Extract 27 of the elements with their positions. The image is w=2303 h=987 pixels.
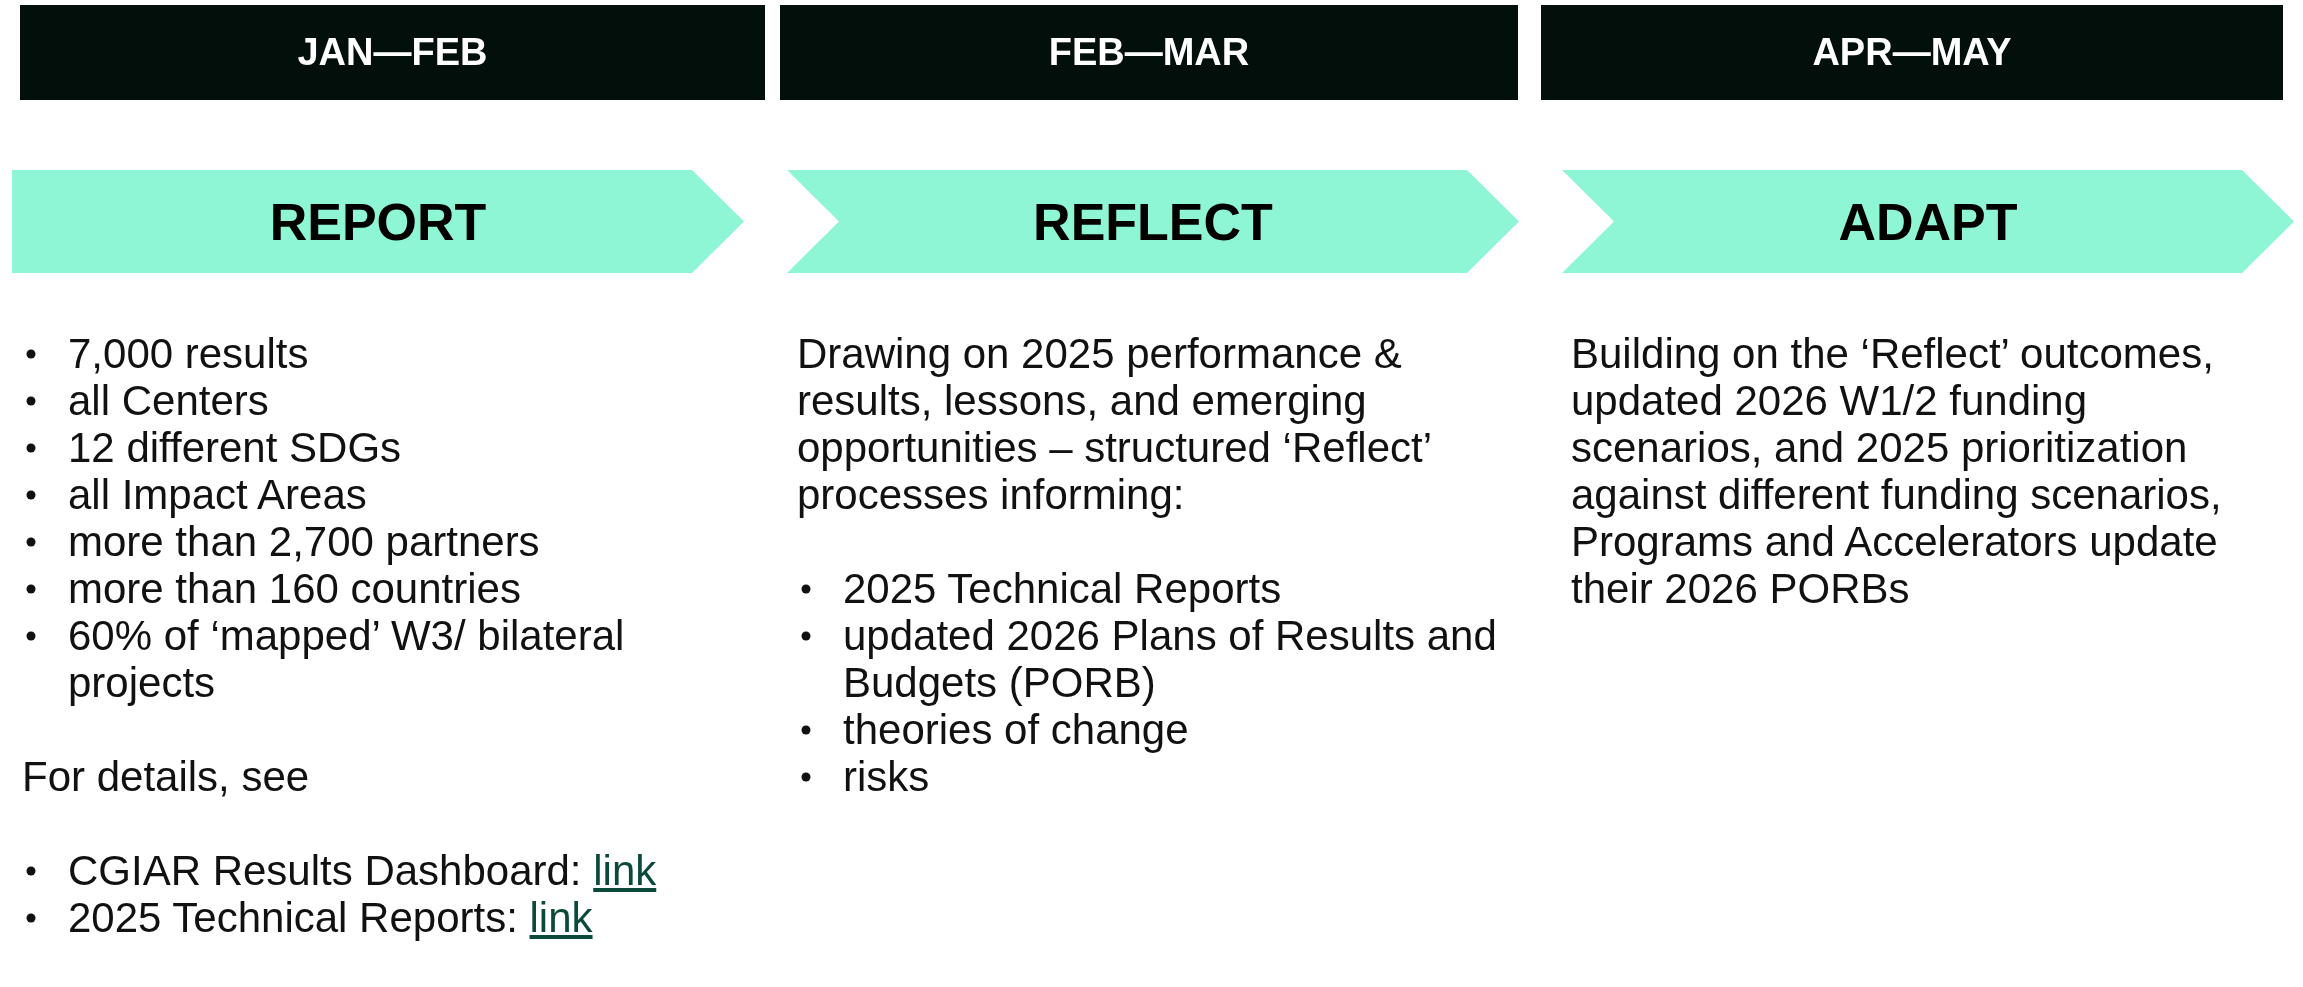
link: link	[593, 847, 657, 894]
link: link	[529, 894, 593, 941]
bullet-text: more than 160 countries	[68, 565, 521, 612]
period-header: JAN—FEB	[20, 5, 765, 100]
step-title: REPORT	[269, 191, 487, 252]
bullet-text: CGIAR Results Dashboard:	[68, 847, 582, 894]
step-title: ADAPT	[1838, 191, 2018, 252]
bullet-text: theories of change	[843, 706, 1189, 753]
paragraph-text: Building on the ‘Reflect’ outcomes, updated 2026 W1/2 funding scenarios, and 2025 prioritization against different funding scenarios, Programs and Accelerators update their 2026 PORBs	[1571, 330, 2222, 612]
bullet-text: updated 2026 Plans of Results and Budgets (PORB)	[843, 612, 1497, 706]
bullet-text: risks	[843, 753, 930, 800]
bullet-text: all Centers	[68, 377, 269, 424]
bullet-text: 7,000 results	[68, 330, 309, 377]
chevron-step	[1562, 170, 2294, 273]
period-header: FEB—MAR	[780, 5, 1518, 100]
period-header: APR—MAY	[1541, 5, 2283, 100]
chevron-step	[787, 170, 1519, 273]
step-title: REFLECT	[1033, 191, 1273, 252]
chevron-step	[12, 170, 744, 273]
bullet-text: 2025 Technical Reports:	[68, 894, 518, 941]
bullet-text: more than 2,700 partners	[68, 518, 540, 565]
paragraph-text: Drawing on 2025 performance & results, lessons, and emerging opportunities – structured ‘Reflect’ processes informing:	[797, 330, 1431, 518]
paragraph-text: For details, see	[22, 753, 310, 800]
bullet-text: 12 different SDGs	[68, 424, 402, 471]
bullet-text: 60% of ‘mapped’ W3/ bilateral projects	[68, 612, 625, 706]
bullet-text: all Impact Areas	[68, 471, 367, 518]
bullet-text: 2025 Technical Reports	[843, 565, 1282, 612]
